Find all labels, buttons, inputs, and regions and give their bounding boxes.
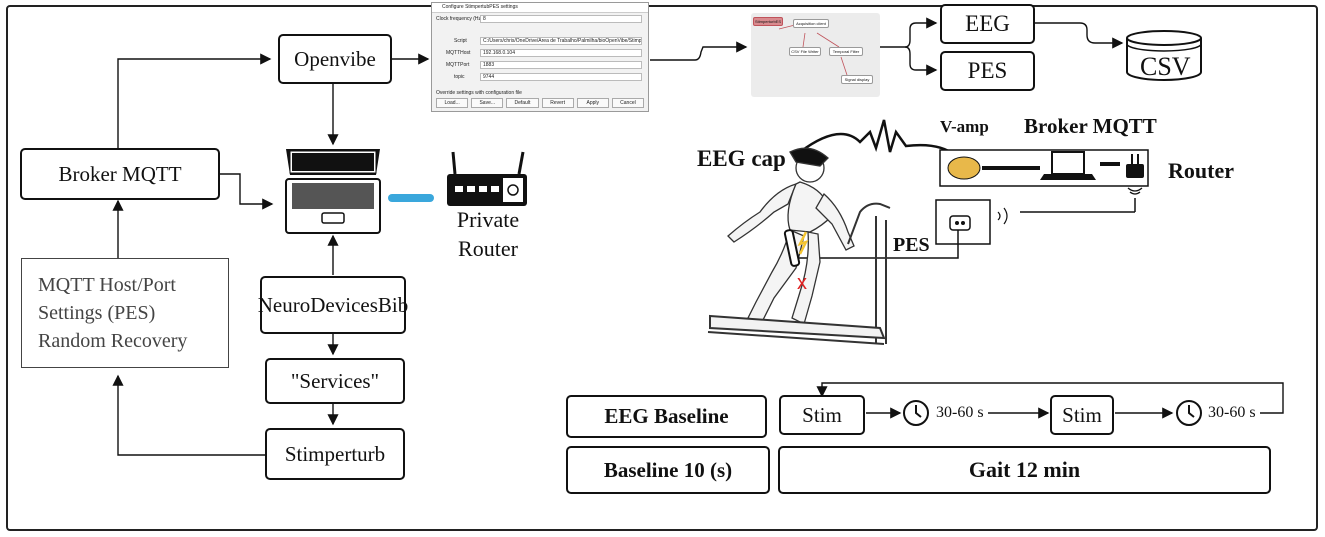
stimperturb-label: Stimperturb <box>284 441 386 466</box>
configure-settings-dialog: Configure StimpertubPES settings Clock f… <box>431 2 649 112</box>
v-amp-label: V-amp <box>940 117 989 136</box>
neurodevicesbib-box: NeuroDevicesBib <box>257 276 409 334</box>
stim-box-1: Stim <box>779 395 865 435</box>
dialog-row-field[interactable]: 192.168.0.104 <box>480 49 642 57</box>
treadmill-scene <box>707 119 1149 345</box>
arrow-broker-to-openvibe <box>117 53 272 148</box>
dialog-cancel-button[interactable]: Cancel <box>611 98 645 108</box>
database-icon <box>1126 30 1202 81</box>
interval-label-1: 30-60 s <box>936 404 984 421</box>
services-box: "Services" <box>265 358 405 404</box>
pes-electrode-icon <box>783 229 801 267</box>
broker-mqtt-scene-label: Broker MQTT <box>1024 114 1157 138</box>
dialog-row-label: topic <box>454 74 465 80</box>
dialog-row-label: Script <box>454 38 467 44</box>
wireless-signal-icon <box>997 207 1008 225</box>
clock-icon <box>1176 400 1202 426</box>
laptop-icon <box>285 149 381 234</box>
baseline-10-label: Baseline 10 (s) <box>603 457 733 482</box>
stim-box-2: Stim <box>1050 395 1114 435</box>
eeg-baseline-box: EEG Baseline <box>566 395 767 438</box>
private-router-line-2: Router <box>458 235 518 261</box>
openvibe-scenario: StimperturbES Acquisition client CSV Fil… <box>751 13 880 97</box>
eeg-signal-wire <box>799 119 969 164</box>
scenario-node: Signal display <box>841 75 873 84</box>
arrow-broker-to-laptop <box>220 173 274 210</box>
broker-laptop-icon <box>1051 151 1085 175</box>
v-amp-icon <box>947 156 981 180</box>
treadmill-icon <box>707 202 891 345</box>
scenario-node: Acquisition client <box>793 19 829 28</box>
scenario-node: Temporal Filter <box>829 47 863 56</box>
dialog-button-bar: Load... Save... Default Revert Apply Can… <box>436 98 645 108</box>
stim-label-2: Stim <box>1062 402 1102 427</box>
broker-mqtt-box: Broker MQTT <box>20 148 220 200</box>
interval-label-2: 30-60 s <box>1208 404 1256 421</box>
pes-output-box: PES <box>940 51 1035 91</box>
clock-icon <box>903 400 929 426</box>
settings-line-2: Settings (PES) <box>38 302 156 324</box>
dialog-row-label: MQTTHost <box>446 50 471 56</box>
arrow-scenario-to-eeg <box>880 17 938 48</box>
dialog-title: Configure StimpertubPES settings <box>432 3 648 13</box>
lightning-bolt-icon <box>797 231 809 255</box>
broker-mqtt-label: Broker MQTT <box>58 161 182 186</box>
settings-box: MQTT Host/Port Settings (PES) Random Rec… <box>21 258 229 368</box>
stim-label-1: Stim <box>802 402 842 427</box>
settings-line-3: Random Recovery <box>38 330 188 352</box>
private-router-line-1: Private <box>456 207 520 232</box>
dialog-override-checkbox[interactable]: Override settings with configuration fil… <box>436 90 522 96</box>
dialog-row-field[interactable]: 9744 <box>480 73 642 81</box>
dialog-row-field[interactable]: 1883 <box>480 61 642 69</box>
arrow-scenario-to-pes <box>904 46 938 76</box>
diagram-frame <box>6 5 1318 531</box>
settings-line-1: MQTT Host/Port <box>38 274 176 296</box>
wifi-icon <box>1127 187 1143 195</box>
dialog-row-label: Clock frequency (Hz) <box>436 16 483 22</box>
dialog-load-button[interactable]: Load... <box>436 98 469 108</box>
dialog-default-button[interactable]: Default <box>506 98 539 108</box>
services-label: "Services" <box>290 368 380 393</box>
pes-scene-label: PES <box>893 234 930 256</box>
arrow-dialog-to-scenario <box>650 41 748 61</box>
eeg-output-box: EEG <box>940 4 1035 44</box>
pes-output-label: PES <box>967 57 1008 83</box>
router-icon <box>447 151 527 206</box>
router-small-icon <box>1126 164 1144 178</box>
scenario-node: StimperturbES <box>753 17 783 26</box>
dialog-revert-button[interactable]: Revert <box>541 98 574 108</box>
gait-12-min-box: Gait 12 min <box>778 446 1271 494</box>
openvibe-box: Openvibe <box>278 34 392 84</box>
private-router-label: Private Router <box>452 206 524 263</box>
arrow-stimperturb-to-settings <box>112 374 265 456</box>
scenario-links <box>778 24 848 76</box>
stimperturb-box: Stimperturb <box>265 428 405 480</box>
arrow-loop-back <box>816 382 1284 414</box>
dialog-row-field[interactable]: 8 <box>480 15 642 23</box>
eeg-output-label: EEG <box>965 10 1010 36</box>
eeg-baseline-label: EEG Baseline <box>604 404 729 429</box>
eeg-cap-label: EEG cap <box>697 146 786 171</box>
neurodevicesbib-label: NeuroDevicesBib <box>257 292 409 317</box>
csv-label: CSV <box>1140 52 1191 81</box>
dialog-row-label: MQTTPort <box>446 62 470 68</box>
dialog-save-button[interactable]: Save... <box>471 98 504 108</box>
dialog-apply-button[interactable]: Apply <box>576 98 609 108</box>
stim-site-mark: x <box>797 272 807 294</box>
arrow-eeg-to-csv <box>1035 22 1124 49</box>
router-scene-label: Router <box>1168 158 1234 183</box>
openvibe-label: Openvibe <box>294 46 376 71</box>
scenario-node: CSV File Writer <box>789 47 821 56</box>
dialog-row-field[interactable]: C:/Users/chris/OneDrive/Área de Trabalho… <box>480 37 642 45</box>
network-cable-icon <box>388 194 434 202</box>
gait-12-min-label: Gait 12 min <box>968 457 1081 483</box>
baseline-10-box: Baseline 10 (s) <box>566 446 770 494</box>
